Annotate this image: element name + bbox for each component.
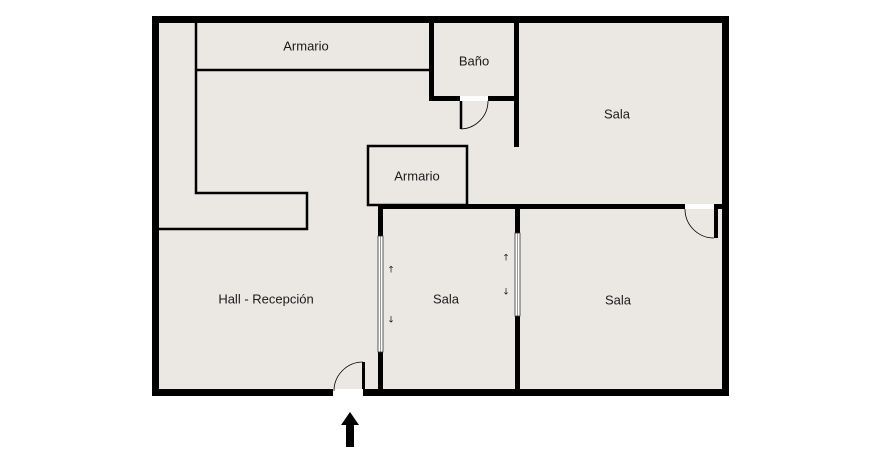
room-label-hall: Hall - Recepción [218,291,313,306]
sliding-door-left[interactable] [377,235,384,353]
entrance-arrow-icon [341,412,359,447]
room-label-sala-top-right: Sala [604,106,631,121]
room-label-armario-top: Armario [283,38,329,53]
room-label-sala-right: Sala [605,292,632,307]
slide-up-arrow-icon: ↑ [387,266,395,276]
room-label-bano: Baño [459,53,489,68]
room-label-armario-mid: Armario [394,168,440,183]
sliding-door-right[interactable] [514,232,521,317]
slide-down-arrow-icon: ↓ [387,316,395,326]
room-label-sala-center: Sala [433,291,460,306]
slide-up-arrow-icon: ↑ [502,254,510,264]
slide-down-arrow-icon: ↓ [502,288,510,298]
walls [152,16,729,396]
entrance-door[interactable] [333,361,364,396]
thin-walls [157,21,469,231]
sala-door[interactable] [684,204,715,239]
bano-door[interactable] [459,96,489,130]
